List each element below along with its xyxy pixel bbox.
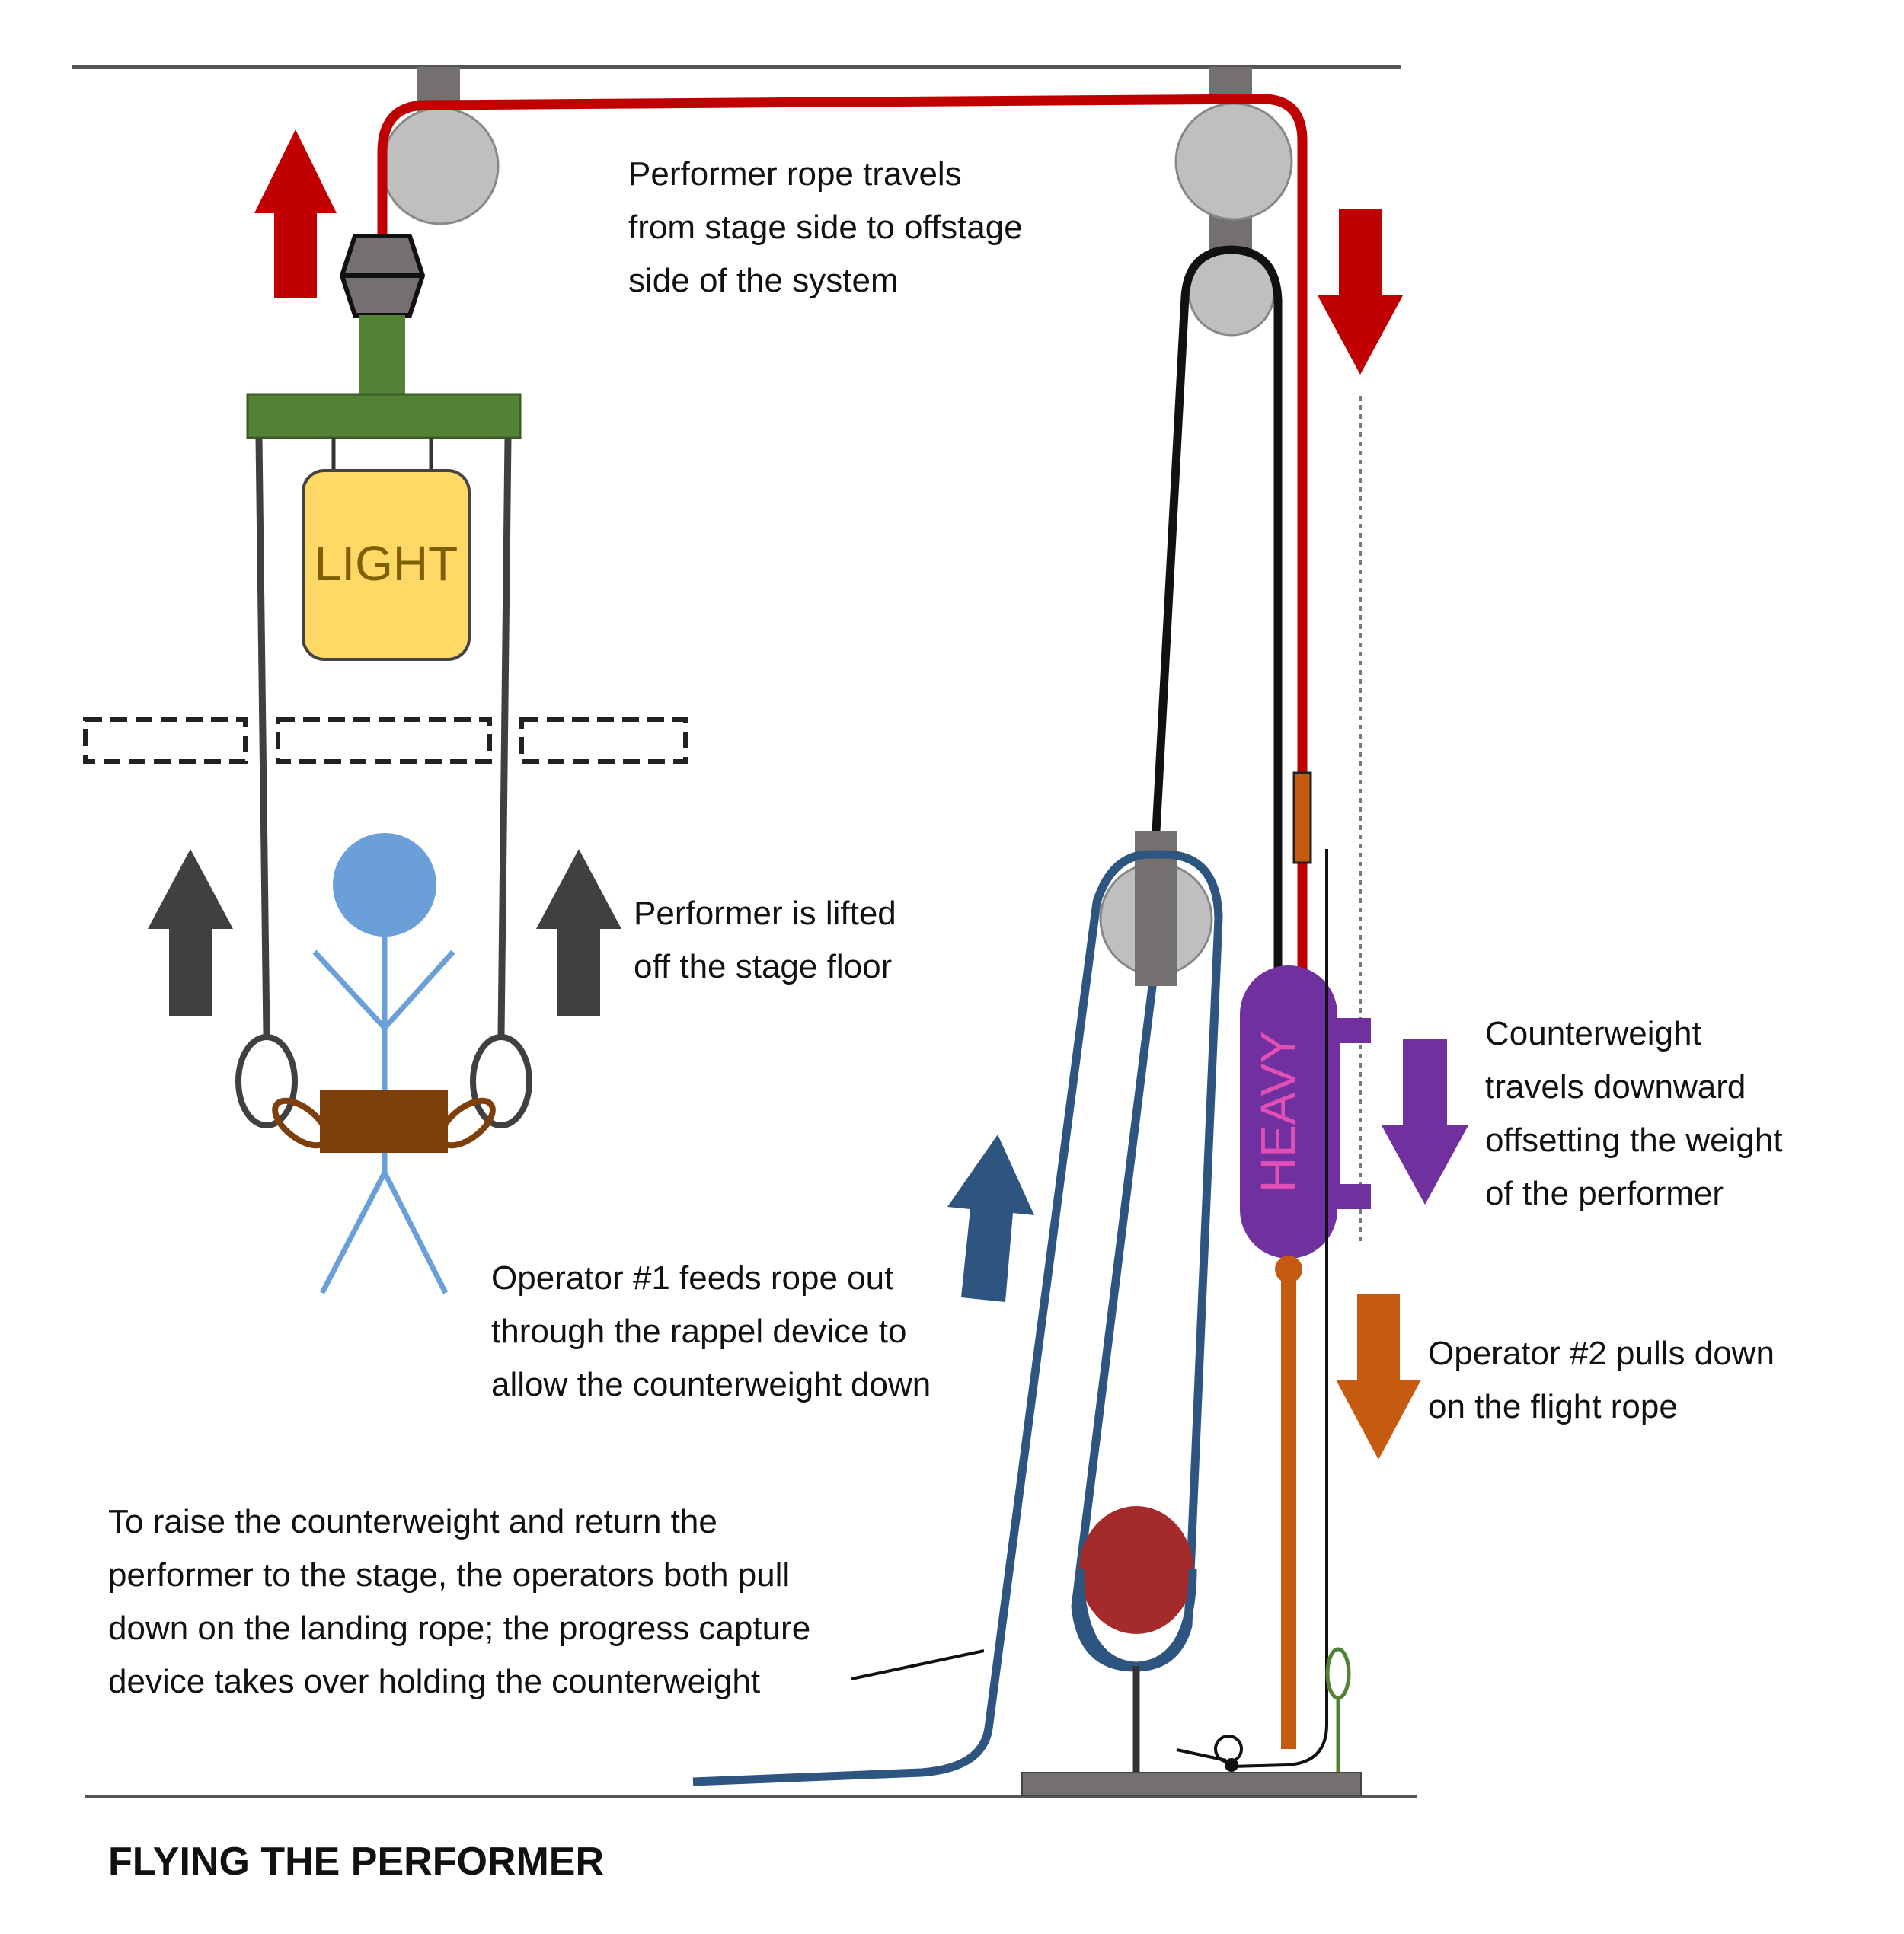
counterweight-down-arrow (1382, 1039, 1468, 1205)
operator1-arrow (947, 1135, 1034, 1302)
rope-travel-caption: Performer rope travels from stage side t… (628, 155, 1032, 299)
raise-caption: To raise the counterweight and return th… (108, 1503, 819, 1700)
raise-line-1: To raise the counterweight and return th… (108, 1503, 717, 1540)
rope-travel-line-3: side of the system (628, 262, 899, 299)
harness-ring-right (470, 1034, 532, 1128)
anchor-ring (1325, 1647, 1351, 1700)
lift-arrow-right (536, 849, 621, 1016)
harness-line-right (497, 437, 512, 1036)
operator2-caption: Operator #2 pulls down on the flight rop… (1428, 1335, 1784, 1425)
lift-arrow-left (148, 849, 233, 1016)
diagram-title: FLYING THE PERFORMER (108, 1840, 604, 1884)
counterweight-line-1: Counterweight (1485, 1015, 1701, 1052)
rappel-device (1214, 1735, 1243, 1763)
rope-marker (1292, 771, 1312, 864)
rope-up-arrow (254, 129, 337, 298)
counterweight-rope (1152, 245, 1283, 971)
raise-line-3: down on the landing rope; the progress c… (108, 1610, 810, 1647)
harness-line-left (255, 437, 270, 1036)
operator1-line-1: Operator #1 feeds rope out (491, 1259, 893, 1297)
heavy-label: HEAVY (1251, 1031, 1305, 1192)
batten-right (519, 717, 688, 764)
counterweight-line-4: of the performer (1485, 1175, 1724, 1212)
flight-rope (1281, 1269, 1296, 1749)
counterweight-line-2: travels downward (1485, 1068, 1746, 1106)
performer-rope (377, 94, 1308, 971)
performer-arm-right (382, 949, 455, 1030)
counterweight-caption: Counterweight travels downward offsettin… (1485, 1015, 1792, 1212)
harness-ring-left (235, 1034, 298, 1128)
performer-lifted-line-1: Performer is lifted (634, 895, 896, 932)
spreader-bar (246, 393, 522, 439)
batten-center (276, 717, 492, 764)
light-label: LIGHT (315, 536, 458, 591)
light-box (302, 469, 471, 661)
raise-leader-line (851, 1649, 985, 1680)
raise-line-2: performer to the stage, the operators bo… (108, 1556, 790, 1594)
operator1-line-2: through the rappel device to (491, 1313, 907, 1350)
harness-belt (320, 1090, 448, 1153)
spreader-stem (359, 315, 405, 395)
landing-rope (1232, 849, 1328, 1768)
operator1-caption: Operator #1 feeds rope out through the r… (491, 1259, 931, 1403)
progress-capture-device (1079, 1506, 1193, 1634)
counterweight (1240, 965, 1337, 1259)
performer-head (333, 833, 436, 937)
flight-rope-down-arrow (1336, 1294, 1421, 1460)
rappel-anchor-dot (1225, 1758, 1238, 1772)
batten-left (83, 717, 248, 764)
rope-travel-line-2: from stage side to offstage (628, 209, 1023, 246)
operating-rope-over (1092, 850, 1223, 918)
operator2-line-1: Operator #2 pulls down (1428, 1335, 1775, 1372)
right-top-pulley (1174, 102, 1293, 221)
raise-line-4: device takes over holding the counterwei… (108, 1663, 760, 1700)
operator2-line-2: on the flight rope (1428, 1388, 1678, 1425)
performer-lifted-caption: Performer is lifted off the stage floor (634, 895, 906, 985)
performer-lifted-line-2: off the stage floor (634, 948, 892, 985)
base-plate (1021, 1772, 1362, 1796)
rope-travel-line-1: Performer rope travels (628, 155, 962, 193)
performer-leg-right (382, 1171, 449, 1294)
counterweight-line-3: offsetting the weight (1485, 1122, 1783, 1159)
rope-down-arrow (1318, 209, 1403, 375)
operator1-line-3: allow the counterweight down (491, 1366, 931, 1403)
left-top-pulley (381, 107, 500, 225)
performer-leg-left (319, 1171, 388, 1294)
performer-arm-left (312, 949, 387, 1030)
